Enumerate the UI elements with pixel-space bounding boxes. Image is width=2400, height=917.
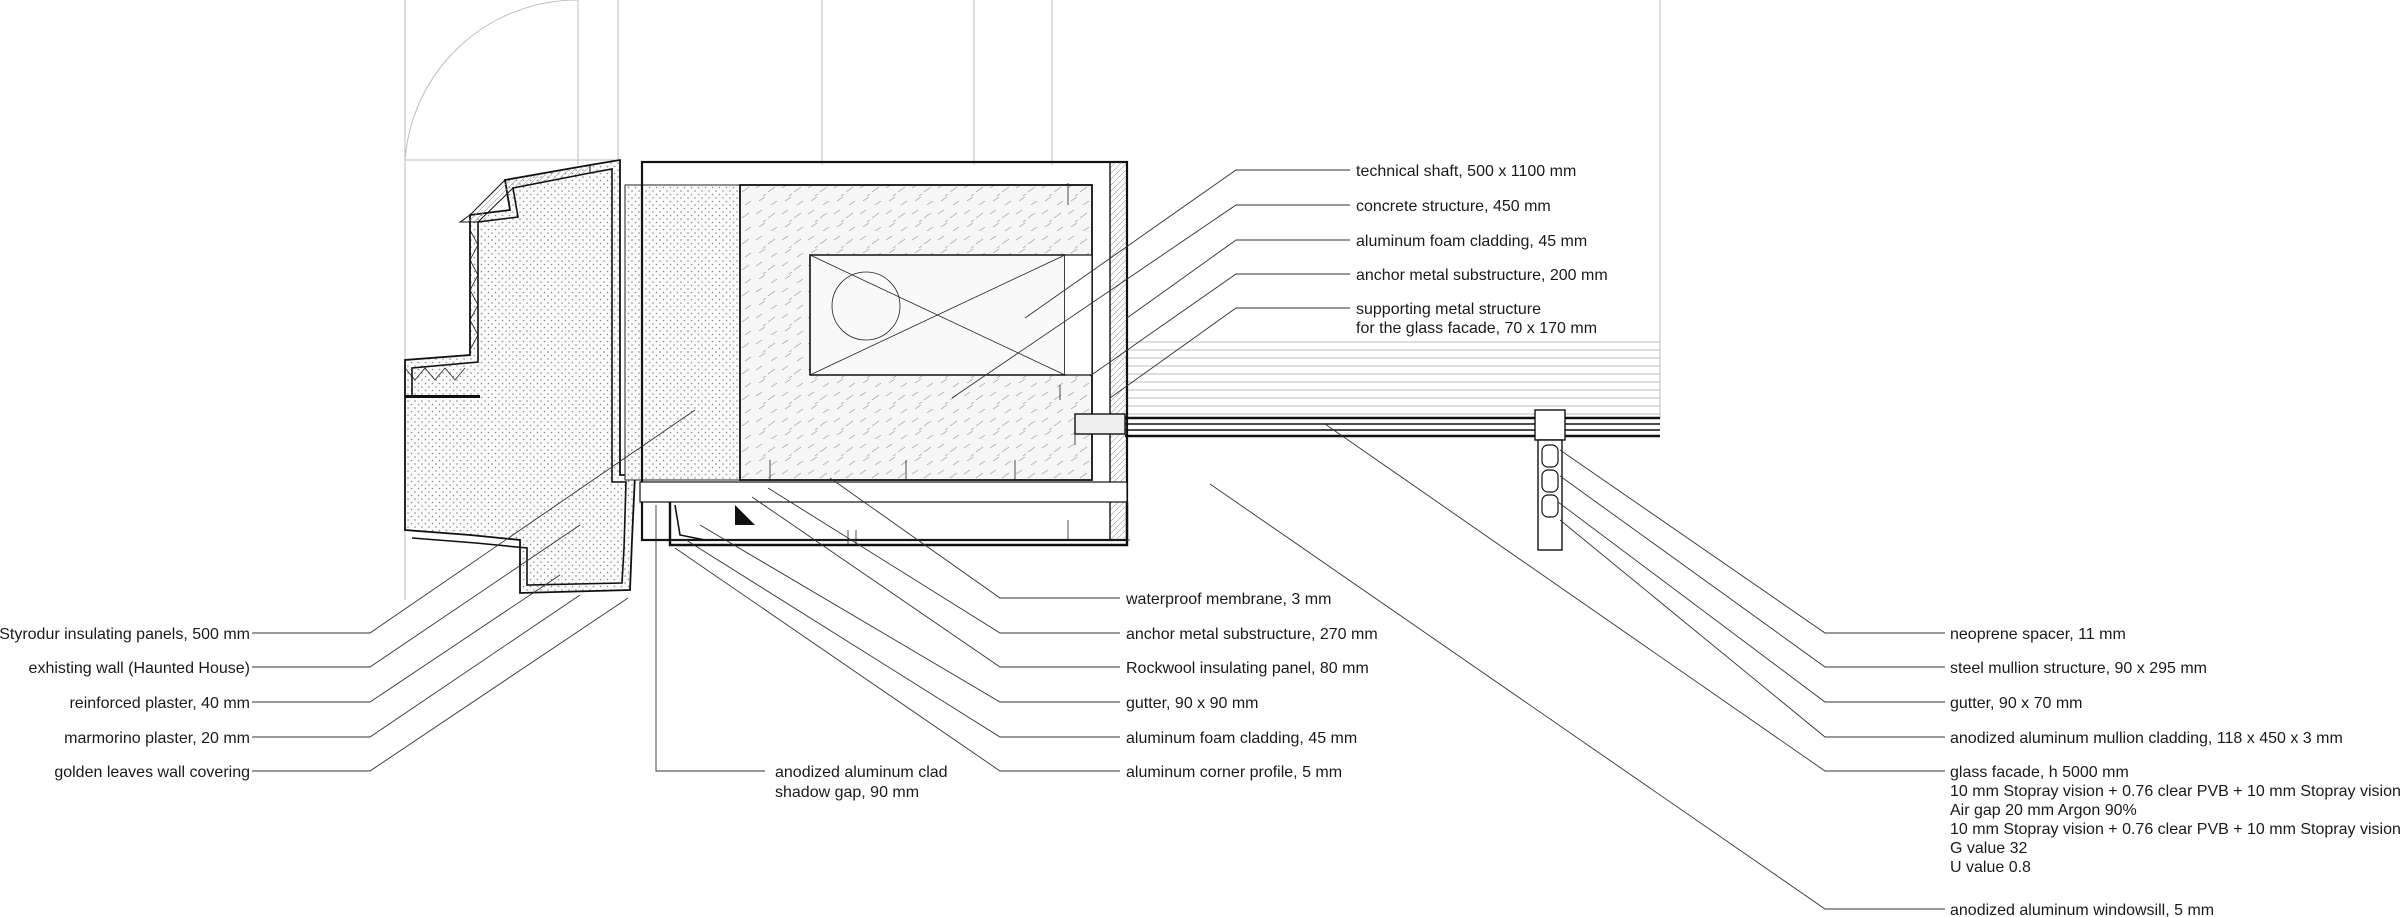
label-aluminum-foam-cladding-top: aluminum foam cladding, 45 mm bbox=[1356, 233, 1587, 250]
label-glass-facade-line-2: 10 mm Stopray vision + 0.76 clear PVB + … bbox=[1950, 783, 2400, 800]
label-shadow-gap-line-2: shadow gap, 90 mm bbox=[775, 784, 919, 801]
label-anchor-substructure-270: anchor metal substructure, 270 mm bbox=[1126, 626, 1378, 643]
label-glass-facade-line-3: Air gap 20 mm Argon 90% bbox=[1950, 802, 2137, 819]
existing-wall bbox=[404, 158, 636, 594]
top-labels: technical shaft, 500 x 1100 mm concrete … bbox=[1356, 163, 1608, 337]
label-glass-facade-line-4: 10 mm Stopray vision + 0.76 clear PVB + … bbox=[1950, 821, 2400, 838]
label-styrodur: Styrodur insulating panels, 500 mm bbox=[0, 626, 250, 643]
label-glass-facade-line-6: U value 0.8 bbox=[1950, 859, 2031, 876]
glass-facade bbox=[1074, 409, 1660, 551]
leader-lines bbox=[252, 169, 1945, 910]
label-glass-facade-line-5: G value 32 bbox=[1950, 840, 2027, 857]
label-waterproof-membrane: waterproof membrane, 3 mm bbox=[1125, 591, 1331, 608]
label-existing-wall: exhisting wall (Haunted House) bbox=[29, 660, 250, 677]
label-supporting-structure-line-1: supporting metal structure bbox=[1356, 301, 1541, 318]
label-shadow-gap-line-1: anodized aluminum clad bbox=[775, 764, 948, 781]
label-golden-leaves: golden leaves wall covering bbox=[54, 764, 250, 781]
right-labels: neoprene spacer, 11 mm steel mullion str… bbox=[1950, 626, 2400, 917]
label-gutter-90x90: gutter, 90 x 90 mm bbox=[1126, 695, 1259, 712]
label-gutter-90x70: gutter, 90 x 70 mm bbox=[1950, 695, 2083, 712]
left-labels: Styrodur insulating panels, 500 mm exhis… bbox=[0, 626, 250, 781]
label-concrete-structure: concrete structure, 450 mm bbox=[1356, 198, 1551, 215]
label-windowsill: anodized aluminum windowsill, 5 mm bbox=[1950, 902, 2214, 917]
label-neoprene-spacer: neoprene spacer, 11 mm bbox=[1950, 626, 2126, 643]
shadow-gap-label: anodized aluminum clad shadow gap, 90 mm bbox=[775, 764, 948, 801]
background-context-lines bbox=[404, 0, 1661, 600]
label-steel-mullion: steel mullion structure, 90 x 295 mm bbox=[1950, 660, 2207, 677]
technical-shaft bbox=[639, 160, 1130, 547]
label-supporting-structure-line-2: for the glass facade, 70 x 170 mm bbox=[1356, 320, 1597, 337]
label-marmorino-plaster: marmorino plaster, 20 mm bbox=[64, 730, 250, 747]
center-labels: waterproof membrane, 3 mm anchor metal s… bbox=[1125, 591, 1378, 781]
label-aluminum-corner-profile: aluminum corner profile, 5 mm bbox=[1126, 764, 1342, 781]
label-glass-facade-line-1: glass facade, h 5000 mm bbox=[1950, 764, 2129, 781]
label-technical-shaft: technical shaft, 500 x 1100 mm bbox=[1356, 163, 1576, 180]
label-aluminum-foam-cladding-bottom: aluminum foam cladding, 45 mm bbox=[1126, 730, 1357, 747]
label-rockwool-panel: Rockwool insulating panel, 80 mm bbox=[1126, 660, 1369, 677]
label-mullion-cladding: anodized aluminum mullion cladding, 118 … bbox=[1950, 730, 2343, 747]
label-reinforced-plaster: reinforced plaster, 40 mm bbox=[69, 695, 250, 712]
label-anchor-substructure-200: anchor metal substructure, 200 mm bbox=[1356, 267, 1608, 284]
